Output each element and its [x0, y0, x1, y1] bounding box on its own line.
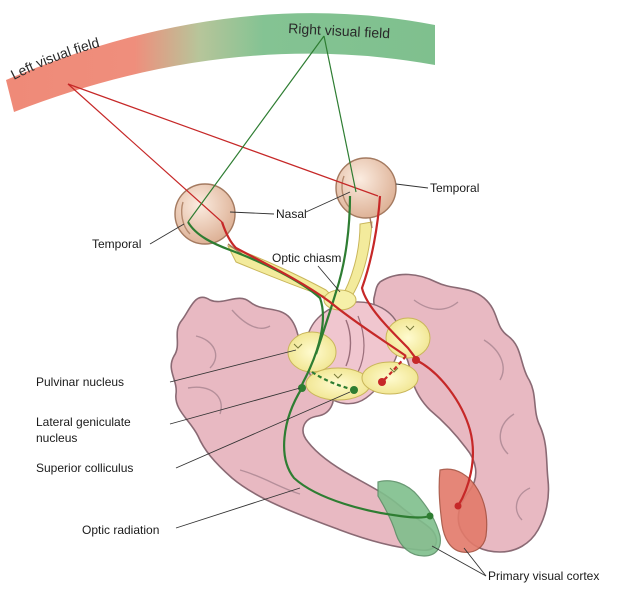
optic-chiasm-label: Optic chiasm: [272, 251, 341, 265]
right-pulvinar-region: [385, 317, 431, 359]
synapse-markers: [293, 325, 462, 520]
optic-radiation-label: Optic radiation: [82, 523, 159, 537]
right-sulcus: [413, 299, 459, 310]
right-colliculus-region: [361, 361, 419, 395]
right-eye: [335, 157, 397, 229]
primary-visual-cortex-label: Primary visual cortex: [488, 569, 599, 583]
red-pathway: [220, 195, 474, 507]
superior-colliculus-label: Superior colliculus: [36, 461, 133, 475]
left-eye: [174, 183, 243, 255]
right-primary-visual-cortex: [438, 468, 488, 553]
visual-rays: [67, 35, 379, 223]
temporal-right-label: Temporal: [430, 181, 479, 195]
pulvinar-nucleus-label: Pulvinar nucleus: [36, 375, 124, 389]
right-sulcus: [483, 339, 504, 381]
lgn-label-line2: nucleus: [36, 431, 77, 445]
lgn-label-line1: Lateral geniculate: [36, 415, 131, 429]
temporal-left-label: Temporal: [92, 237, 141, 251]
midbrain-fissure: [357, 315, 365, 373]
midbrain-fissure: [345, 319, 352, 367]
right-sulcus: [515, 487, 531, 521]
leader-lines: [149, 183, 487, 577]
right-visual-field-label: Right visual field: [288, 20, 391, 41]
right-sulcus: [499, 413, 515, 455]
left-primary-visual-cortex: [377, 480, 441, 557]
left-sulcus: [239, 469, 301, 495]
visual-field-arc: [6, 13, 435, 112]
left-sulcus: [231, 309, 271, 329]
left-sulcus: [195, 335, 217, 369]
nasal-label: Nasal: [276, 207, 307, 221]
